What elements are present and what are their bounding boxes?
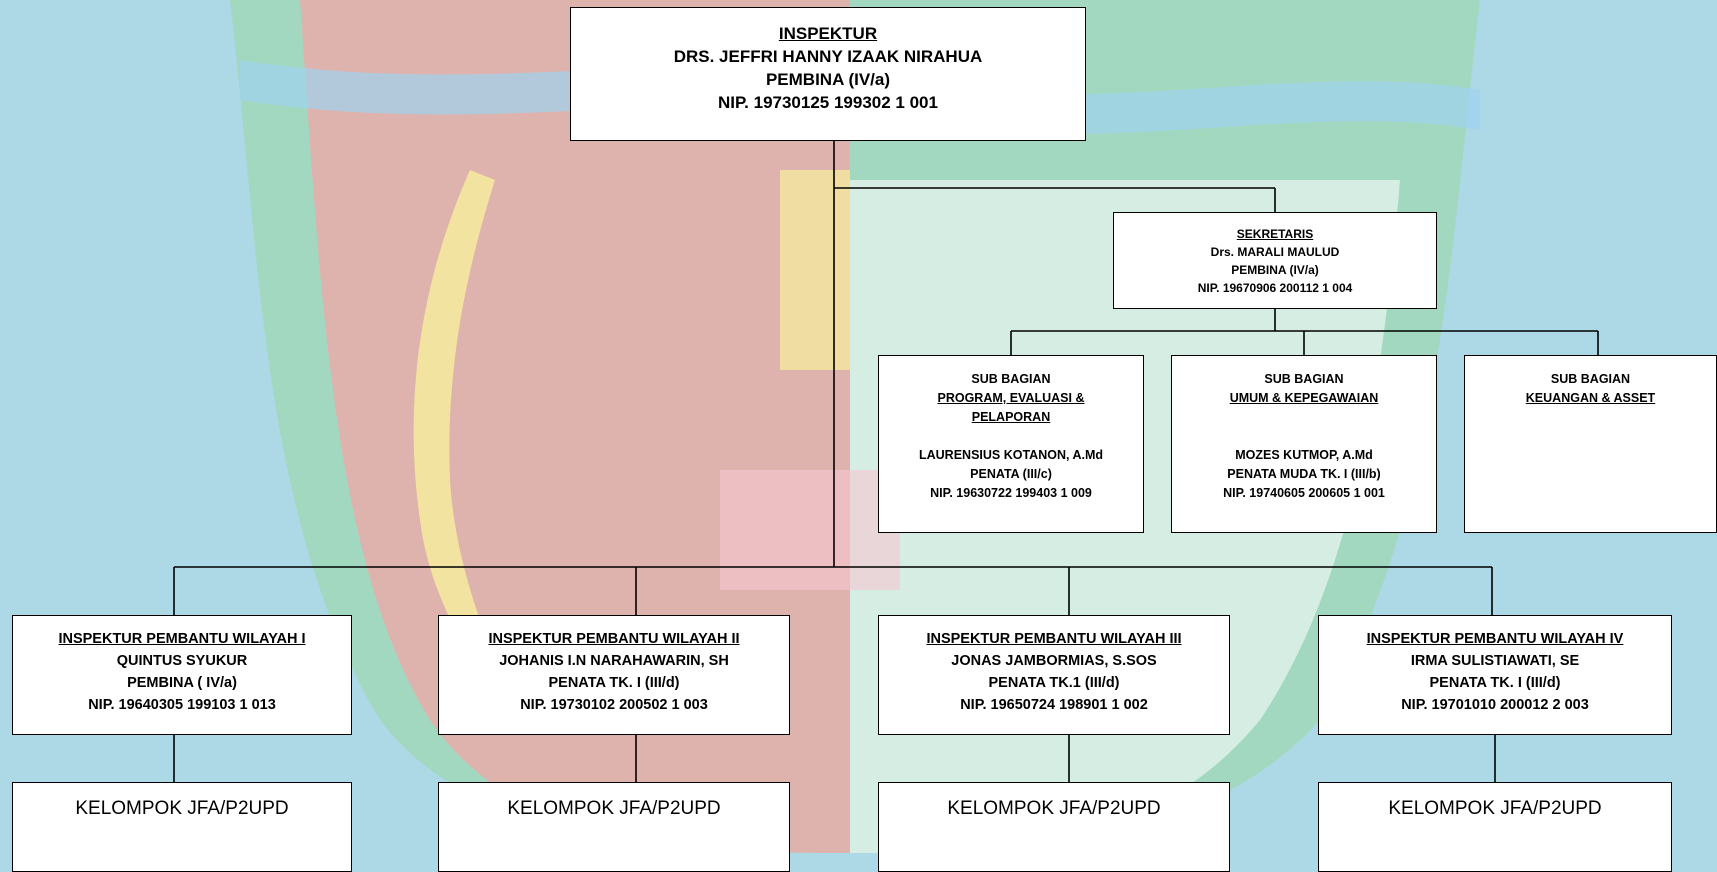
irban-rank: PENATA TK. I (III/d) bbox=[548, 675, 680, 691]
kelompok-jfa-box-2: KELOMPOK JFA/P2UPD bbox=[438, 782, 790, 872]
inspektur-name: DRS. JEFFRI HANNY IZAAK NIRAHUA bbox=[673, 47, 983, 66]
irban-nip: NIP. 19640305 199103 1 013 bbox=[88, 697, 276, 713]
sub-bagian-keuangan-box: SUB BAGIAN KEUANGAN & ASSET bbox=[1464, 355, 1717, 533]
sub-bagian-nip: NIP. 19740605 200605 1 001 bbox=[1223, 486, 1385, 500]
kelompok-jfa-box-4: KELOMPOK JFA/P2UPD bbox=[1318, 782, 1672, 872]
sub-bagian-unit: UMUM & KEPEGAWAIAN bbox=[1229, 391, 1379, 405]
kelompok-label: KELOMPOK JFA/P2UPD bbox=[507, 798, 721, 819]
sub-bagian-name: LAURENSIUS KOTANON, A.Md bbox=[918, 448, 1104, 462]
inspektur-box: INSPEKTUR DRS. JEFFRI HANNY IZAAK NIRAHU… bbox=[570, 7, 1086, 141]
sekretaris-box: SEKRETARIS Drs. MARALI MAULUD PEMBINA (I… bbox=[1113, 212, 1437, 309]
inspektur-nip: NIP. 19730125 199302 1 001 bbox=[718, 93, 938, 112]
emblem-pink-cross bbox=[720, 470, 900, 590]
irban-title: INSPEKTUR PEMBANTU WILAYAH II bbox=[488, 631, 740, 647]
inspektur-title: INSPEKTUR bbox=[778, 24, 878, 43]
irban-name: JONAS JAMBORMIAS, S.SOS bbox=[951, 653, 1157, 669]
sub-bagian-rank: PENATA MUDA TK. I (III/b) bbox=[1227, 467, 1381, 481]
kelompok-label: KELOMPOK JFA/P2UPD bbox=[947, 798, 1161, 819]
sub-bagian-program-box: SUB BAGIAN PROGRAM, EVALUASI & PELAPORAN… bbox=[878, 355, 1144, 533]
sekretaris-rank: PEMBINA (IV/a) bbox=[1231, 263, 1319, 277]
sub-bagian-label: SUB BAGIAN bbox=[1550, 372, 1631, 386]
sub-bagian-unit: KEUANGAN & ASSET bbox=[1525, 391, 1656, 405]
kelompok-jfa-box-1: KELOMPOK JFA/P2UPD bbox=[12, 782, 352, 872]
irban-title: INSPEKTUR PEMBANTU WILAYAH IV bbox=[1366, 631, 1624, 647]
irban-nip: NIP. 19650724 198901 1 002 bbox=[960, 697, 1148, 713]
irban-name: IRMA SULISTIAWATI, SE bbox=[1410, 653, 1580, 669]
sub-bagian-unit-cont: PELAPORAN bbox=[971, 410, 1051, 424]
sub-bagian-unit: PROGRAM, EVALUASI & bbox=[937, 391, 1085, 405]
irban-rank: PEMBINA ( IV/a) bbox=[127, 675, 237, 691]
inspektur-rank: PEMBINA (IV/a) bbox=[765, 70, 891, 89]
irban-title: INSPEKTUR PEMBANTU WILAYAH I bbox=[58, 631, 306, 647]
irban-nip: NIP. 19730102 200502 1 003 bbox=[520, 697, 708, 713]
irban-rank: PENATA TK.1 (III/d) bbox=[988, 675, 1120, 691]
kelompok-label: KELOMPOK JFA/P2UPD bbox=[1388, 798, 1602, 819]
irban-title: INSPEKTUR PEMBANTU WILAYAH III bbox=[926, 631, 1182, 647]
sekretaris-name: Drs. MARALI MAULUD bbox=[1210, 245, 1340, 259]
irban-wilayah-1-box: INSPEKTUR PEMBANTU WILAYAH I QUINTUS SYU… bbox=[12, 615, 352, 735]
sub-bagian-label: SUB BAGIAN bbox=[971, 372, 1051, 386]
irban-wilayah-3-box: INSPEKTUR PEMBANTU WILAYAH III JONAS JAM… bbox=[878, 615, 1230, 735]
sub-bagian-rank: PENATA (III/c) bbox=[970, 467, 1052, 481]
irban-nip: NIP. 19701010 200012 2 003 bbox=[1401, 697, 1589, 713]
kelompok-label: KELOMPOK JFA/P2UPD bbox=[75, 798, 289, 819]
org-connectors bbox=[173, 141, 1599, 782]
sub-bagian-name: MOZES KUTMOP, A.Md bbox=[1235, 448, 1373, 462]
sub-bagian-label: SUB BAGIAN bbox=[1264, 372, 1344, 386]
irban-wilayah-4-box: INSPEKTUR PEMBANTU WILAYAH IV IRMA SULIS… bbox=[1318, 615, 1672, 735]
emblem-gold-block bbox=[780, 170, 850, 370]
sekretaris-title: SEKRETARIS bbox=[1236, 227, 1314, 241]
irban-wilayah-2-box: INSPEKTUR PEMBANTU WILAYAH II JOHANIS I.… bbox=[438, 615, 790, 735]
kelompok-jfa-box-3: KELOMPOK JFA/P2UPD bbox=[878, 782, 1230, 872]
irban-name: JOHANIS I.N NARAHAWARIN, SH bbox=[499, 653, 729, 669]
sub-bagian-nip: NIP. 19630722 199403 1 009 bbox=[930, 486, 1092, 500]
sub-bagian-umum-box: SUB BAGIAN UMUM & KEPEGAWAIAN MOZES KUTM… bbox=[1171, 355, 1437, 533]
irban-rank: PENATA TK. I (III/d) bbox=[1429, 675, 1561, 691]
sekretaris-nip: NIP. 19670906 200112 1 004 bbox=[1197, 281, 1353, 295]
irban-name: QUINTUS SYUKUR bbox=[116, 653, 248, 669]
